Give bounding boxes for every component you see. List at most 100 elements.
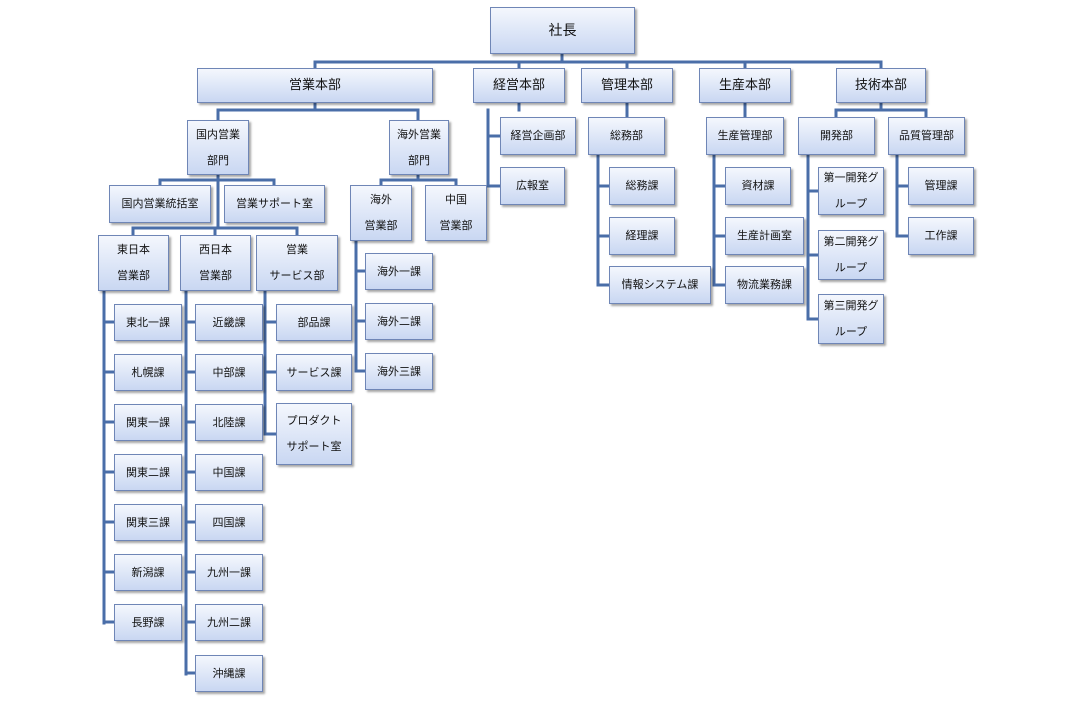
sales-support[interactable]: 営業サポート室 (224, 185, 325, 223)
east-section-3[interactable]: 関東一課 (114, 404, 182, 441)
quality-mgmt-label: 品質管理部 (899, 129, 954, 142)
east-section-1[interactable]: 東北一課 (114, 304, 182, 341)
logistics-sec-label: 物流業務課 (737, 278, 792, 291)
pr-office-label: 広報室 (516, 179, 549, 192)
west-section-4[interactable]: 中国課 (195, 454, 263, 491)
overseas-sales-label: 海外営業部門 (397, 127, 441, 167)
domestic-coord[interactable]: 国内営業統括室 (109, 185, 211, 223)
service-section-1[interactable]: 部品課 (276, 304, 352, 341)
service-section-1-label: 部品課 (297, 315, 331, 329)
overseas-section-3[interactable]: 海外三課 (365, 353, 433, 390)
sales-hq-label: 営業本部 (288, 77, 341, 93)
development[interactable]: 開発部 (798, 117, 875, 155)
dev-group-2[interactable]: 第二開発グループ (818, 230, 884, 280)
domestic-sales[interactable]: 国内営業部門 (187, 120, 249, 175)
east-section-2-label: 札幌課 (131, 365, 165, 379)
china-dept[interactable]: 中国営業部 (425, 185, 487, 241)
workshop-sec[interactable]: 工作課 (908, 217, 974, 255)
management-hq-label: 経営本部 (492, 77, 545, 93)
west-section-4-label: 中国課 (212, 465, 246, 479)
overseas-dept-label: 海外営業部 (364, 193, 398, 232)
management-sec-label: 管理課 (924, 179, 958, 192)
west-japan[interactable]: 西日本営業部 (180, 235, 251, 291)
info-systems-sec[interactable]: 情報システム課 (609, 266, 711, 304)
production-plan-label: 生産計画室 (737, 229, 792, 242)
overseas-section-2[interactable]: 海外二課 (365, 303, 433, 340)
east-section-3-label: 関東一課 (126, 415, 170, 429)
production-hq-label: 生産本部 (718, 77, 771, 93)
overseas-section-1[interactable]: 海外一課 (365, 253, 433, 290)
west-section-1[interactable]: 近畿課 (195, 304, 263, 341)
logistics-sec[interactable]: 物流業務課 (725, 266, 804, 304)
west-section-8-label: 沖縄課 (212, 666, 246, 680)
dev-group-1[interactable]: 第一開発グループ (818, 167, 884, 215)
dev-group-3[interactable]: 第三開発グループ (818, 294, 884, 344)
west-section-3[interactable]: 北陸課 (195, 404, 263, 441)
general-affairs[interactable]: 総務部 (588, 117, 665, 155)
east-section-7[interactable]: 長野課 (114, 604, 182, 641)
materials-sec[interactable]: 資材課 (725, 167, 791, 205)
east-section-7-label: 長野課 (131, 615, 165, 629)
east-japan-label: 東日本営業部 (117, 243, 150, 282)
overseas-dept[interactable]: 海外営業部 (350, 185, 412, 241)
east-section-2[interactable]: 札幌課 (114, 354, 182, 391)
general-affairs-sec-label: 総務課 (625, 179, 659, 192)
service-dept[interactable]: 営業サービス部 (256, 235, 338, 291)
pr-office[interactable]: 広報室 (500, 167, 565, 205)
dev-group-3-label: 第三開発グループ (823, 299, 879, 338)
west-section-2-label: 中部課 (212, 365, 246, 379)
accounting-sec[interactable]: 経理課 (609, 217, 675, 255)
east-section-4-label: 関東二課 (126, 465, 170, 479)
management-sec[interactable]: 管理課 (908, 167, 974, 205)
management-hq[interactable]: 経営本部 (473, 68, 565, 103)
overseas-sales[interactable]: 海外営業部門 (389, 120, 449, 175)
east-japan[interactable]: 東日本営業部 (98, 235, 169, 291)
accounting-sec-label: 経理課 (625, 229, 659, 242)
dev-group-2-label: 第二開発グループ (823, 235, 879, 274)
sales-support-label: 営業サポート室 (236, 197, 313, 210)
west-section-8[interactable]: 沖縄課 (195, 655, 263, 692)
production-mgmt-label: 生産管理部 (717, 129, 773, 142)
west-section-6-label: 九州一課 (207, 565, 251, 579)
west-section-5-label: 四国課 (212, 515, 246, 529)
production-plan[interactable]: 生産計画室 (725, 217, 804, 255)
west-section-6[interactable]: 九州一課 (195, 554, 263, 591)
mgmt-planning[interactable]: 経営企画部 (500, 117, 576, 155)
overseas-section-1-label: 海外一課 (377, 264, 421, 278)
west-section-5[interactable]: 四国課 (195, 504, 263, 541)
president[interactable]: 社長 (490, 7, 635, 54)
west-section-1-label: 近畿課 (212, 315, 246, 329)
west-japan-label: 西日本営業部 (199, 243, 232, 282)
east-section-6-label: 新潟課 (131, 565, 165, 579)
quality-mgmt[interactable]: 品質管理部 (888, 117, 965, 155)
service-section-3[interactable]: プロダクトサポート室 (276, 403, 352, 465)
development-label: 開発部 (820, 129, 853, 142)
east-section-1-label: 東北一課 (126, 315, 170, 329)
west-section-2[interactable]: 中部課 (195, 354, 263, 391)
mgmt-planning-label: 経営企画部 (510, 129, 566, 142)
east-section-6[interactable]: 新潟課 (114, 554, 182, 591)
workshop-sec-label: 工作課 (924, 229, 958, 242)
president-label: 社長 (548, 22, 577, 39)
tech-hq[interactable]: 技術本部 (836, 68, 926, 103)
info-systems-sec-label: 情報システム課 (621, 278, 699, 291)
east-section-5[interactable]: 関東三課 (114, 504, 182, 541)
production-mgmt[interactable]: 生産管理部 (706, 117, 784, 155)
overseas-section-3-label: 海外三課 (377, 364, 421, 378)
service-section-2[interactable]: サービス課 (276, 354, 352, 391)
service-dept-label: 営業サービス部 (269, 243, 325, 282)
admin-hq[interactable]: 管理本部 (581, 68, 673, 103)
production-hq[interactable]: 生産本部 (699, 68, 791, 103)
general-affairs-label: 総務部 (610, 129, 643, 142)
west-section-7-label: 九州二課 (207, 615, 251, 629)
admin-hq-label: 管理本部 (600, 77, 653, 93)
west-section-7[interactable]: 九州二課 (195, 604, 263, 641)
west-section-3-label: 北陸課 (212, 415, 246, 429)
tech-hq-label: 技術本部 (854, 77, 907, 93)
general-affairs-sec[interactable]: 総務課 (609, 167, 675, 205)
sales-hq[interactable]: 営業本部 (197, 68, 433, 103)
east-section-5-label: 関東三課 (126, 515, 170, 529)
east-section-4[interactable]: 関東二課 (114, 454, 182, 491)
